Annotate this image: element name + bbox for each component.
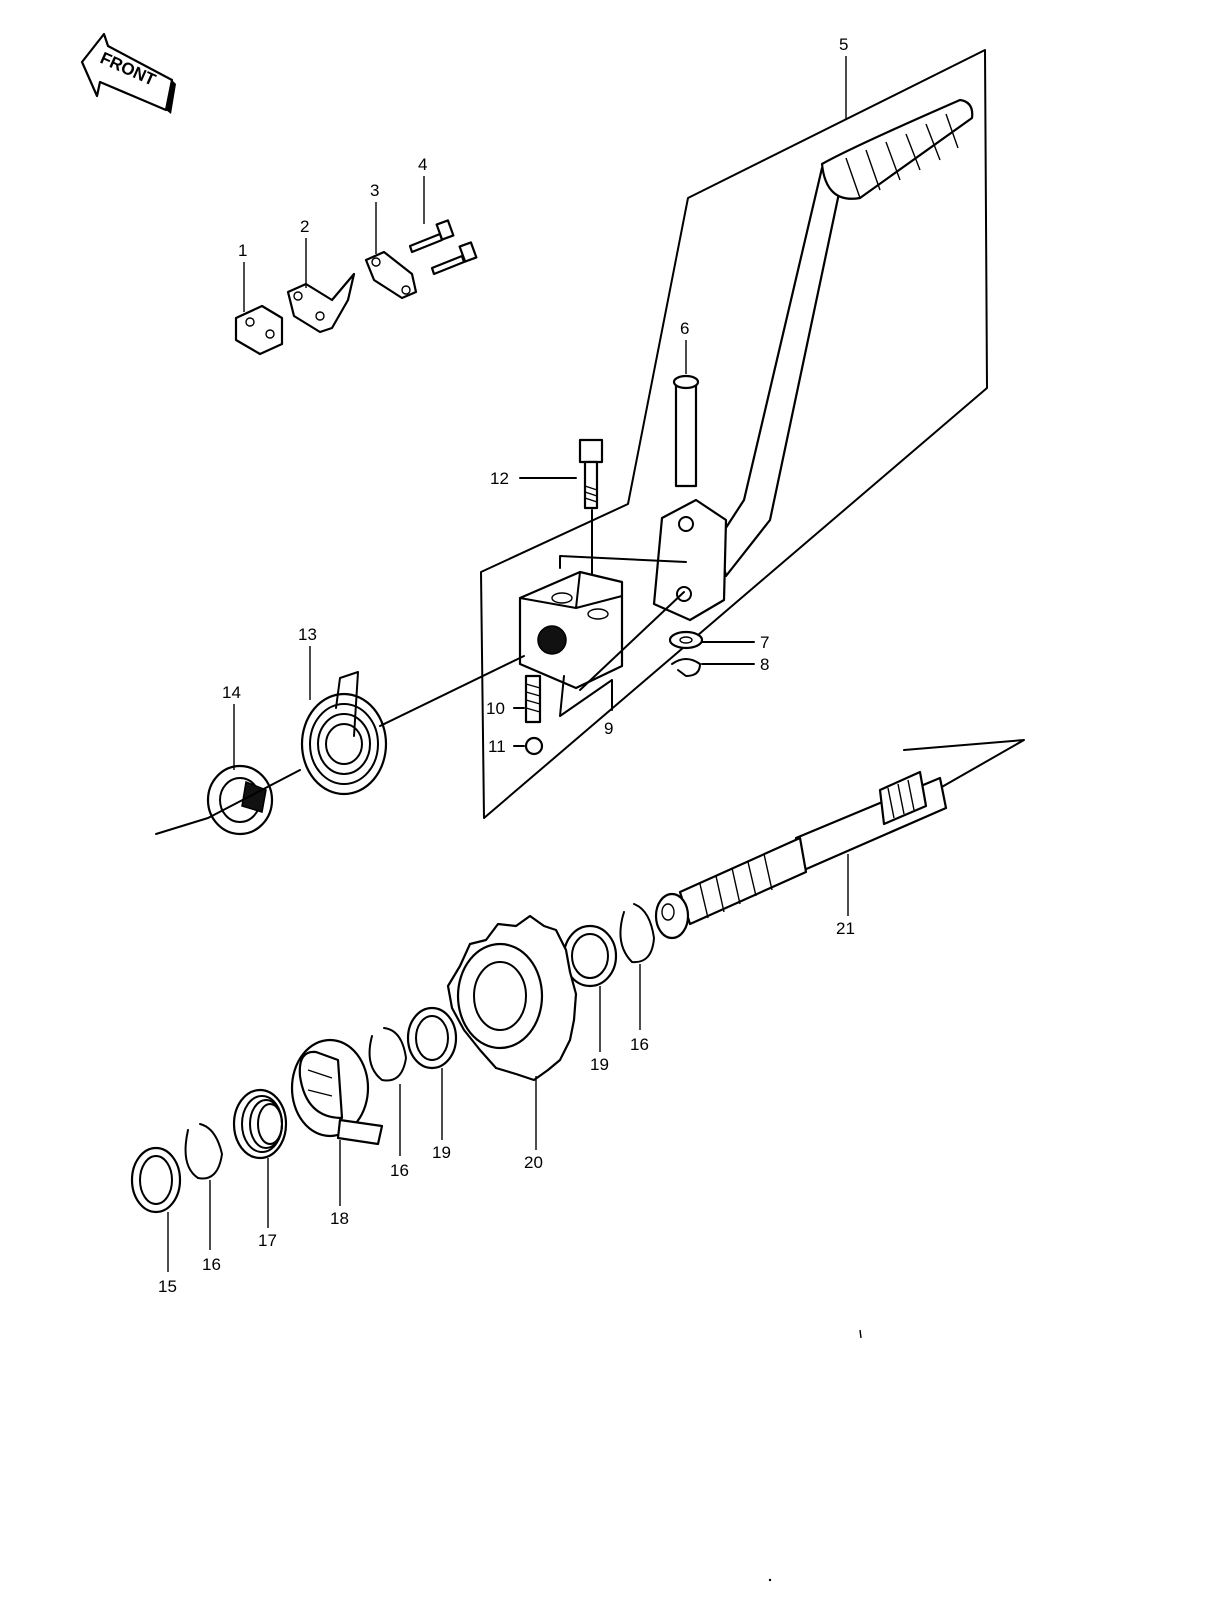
label-part-21: 21 — [836, 919, 855, 938]
label-part-13: 13 — [298, 625, 317, 644]
washer-part-15 — [130, 1146, 182, 1214]
scan-speck — [859, 1329, 862, 1339]
leader-lines — [167, 56, 849, 1272]
lever-group-panel — [480, 49, 988, 819]
pin-part-6 — [672, 374, 700, 488]
circlip-part-16c — [619, 903, 655, 964]
plate-part-2 — [286, 272, 356, 334]
clamp-block-part-9 — [518, 570, 624, 690]
plate-part-3 — [364, 250, 418, 300]
scan-speck — [768, 1578, 772, 1582]
label-part-15: 15 — [158, 1277, 177, 1296]
label-part-12: 12 — [490, 469, 509, 488]
gear-part-20 — [446, 914, 578, 1082]
circlip-part-16b — [368, 1027, 407, 1082]
ball-part-11 — [524, 736, 544, 756]
label-part-10: 10 — [486, 699, 505, 718]
label-part-11: 11 — [488, 737, 506, 756]
label-part-20: 20 — [524, 1153, 543, 1172]
assembly-line-block-to-lever — [579, 591, 685, 691]
label-part-16-right: 16 — [630, 1035, 649, 1054]
label-part-3: 3 — [370, 181, 379, 200]
assembly-line-collar — [155, 769, 301, 835]
label-part-7: 7 — [760, 633, 769, 652]
label-part-1: 1 — [238, 241, 247, 260]
circlip-part-16a — [184, 1123, 223, 1180]
label-part-16-middle: 16 — [390, 1161, 409, 1180]
label-part-16-left: 16 — [202, 1255, 221, 1274]
label-part-17: 17 — [258, 1231, 277, 1250]
label-part-2: 2 — [300, 217, 309, 236]
label-part-18: 18 — [330, 1209, 349, 1228]
label-part-14: 14 — [222, 683, 241, 702]
bolt-part-12 — [578, 438, 604, 510]
label-part-6: 6 — [680, 319, 689, 338]
shaft-part-21 — [654, 770, 948, 940]
leader-lines-9 — [559, 555, 687, 717]
shaft-assembly-arrow — [903, 739, 1025, 789]
label-part-4: 4 — [418, 155, 427, 174]
bracket-part-1 — [234, 304, 284, 356]
label-part-9: 9 — [604, 719, 613, 738]
label-part-19-middle: 19 — [432, 1143, 451, 1162]
spring-part-17 — [232, 1088, 288, 1160]
label-part-8: 8 — [760, 655, 769, 674]
washer-part-7 — [668, 630, 704, 650]
front-badge: FRONT — [80, 32, 176, 114]
return-spring-part-13 — [300, 671, 388, 796]
circlip-part-8 — [671, 658, 701, 677]
ratchet-part-18 — [290, 1038, 384, 1146]
spring-part-10 — [524, 674, 542, 724]
front-arrow-icon — [80, 32, 176, 114]
bolts-part-4 — [408, 219, 478, 276]
collar-part-14 — [206, 764, 274, 836]
label-part-19-right: 19 — [590, 1055, 609, 1074]
kick-lever-part-5 — [652, 98, 974, 622]
washer-part-19a — [406, 1006, 458, 1070]
label-part-5: 5 — [839, 35, 848, 54]
assembly-line-spring-to-block — [379, 655, 525, 727]
washer-part-19b — [562, 924, 618, 988]
